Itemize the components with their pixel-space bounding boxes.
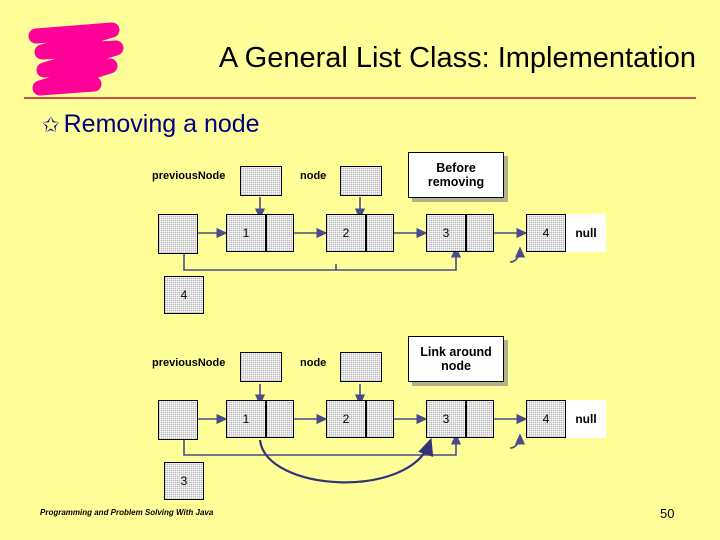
star-bullet-icon: ✩ <box>42 114 60 137</box>
bottom-label-previous-node: previousNode <box>152 357 226 369</box>
bottom-node-1-link <box>266 400 294 438</box>
bottom-label-node: node <box>300 357 327 369</box>
top-node-4: 4 <box>526 214 566 252</box>
diagram-arrows <box>183 197 528 484</box>
bottom-node-4-null: null <box>566 400 606 438</box>
bottom-node-3-link <box>466 400 494 438</box>
page-title: A General List Class: Implementation <box>218 42 696 74</box>
bottom-node-1: 1 <box>226 400 266 438</box>
bottom-callout-link-around-node: Link around node <box>408 336 504 382</box>
bottom-node-2-link <box>366 400 394 438</box>
top-tail-box: 4 <box>164 276 204 314</box>
linked-list-diagram: previousNode node Before removing 1 2 3 … <box>140 152 610 502</box>
bottom-tail-box: 3 <box>164 462 204 500</box>
bullet-label: Removing a node <box>63 110 260 138</box>
top-node-2: 2 <box>326 214 366 252</box>
top-node-3-link <box>466 214 494 252</box>
bottom-node-3: 3 <box>426 400 466 438</box>
top-previous-node-pointer-box <box>240 166 282 196</box>
bottom-node-2: 2 <box>326 400 366 438</box>
top-label-node: node <box>300 170 327 182</box>
bottom-previous-node-pointer-box <box>240 352 282 382</box>
magenta-scribble-decoration <box>28 22 124 96</box>
footer-book-title: Programming and Problem Solving With Jav… <box>40 508 214 517</box>
title-divider <box>24 97 696 99</box>
top-node-1-link <box>266 214 294 252</box>
bullet-removing-a-node: ✩ Removing a node <box>42 110 260 139</box>
bottom-node-pointer-box <box>340 352 382 382</box>
top-node-4-null: null <box>566 214 606 252</box>
page-number: 50 <box>660 506 675 521</box>
top-head-column-box <box>158 214 198 254</box>
top-node-2-link <box>366 214 394 252</box>
top-node-3: 3 <box>426 214 466 252</box>
bottom-node-4: 4 <box>526 400 566 438</box>
top-node-1: 1 <box>226 214 266 252</box>
top-node-pointer-box <box>340 166 382 196</box>
top-callout-before-removing: Before removing <box>408 152 504 198</box>
bottom-head-column-box <box>158 400 198 440</box>
top-label-previous-node: previousNode <box>152 170 226 182</box>
